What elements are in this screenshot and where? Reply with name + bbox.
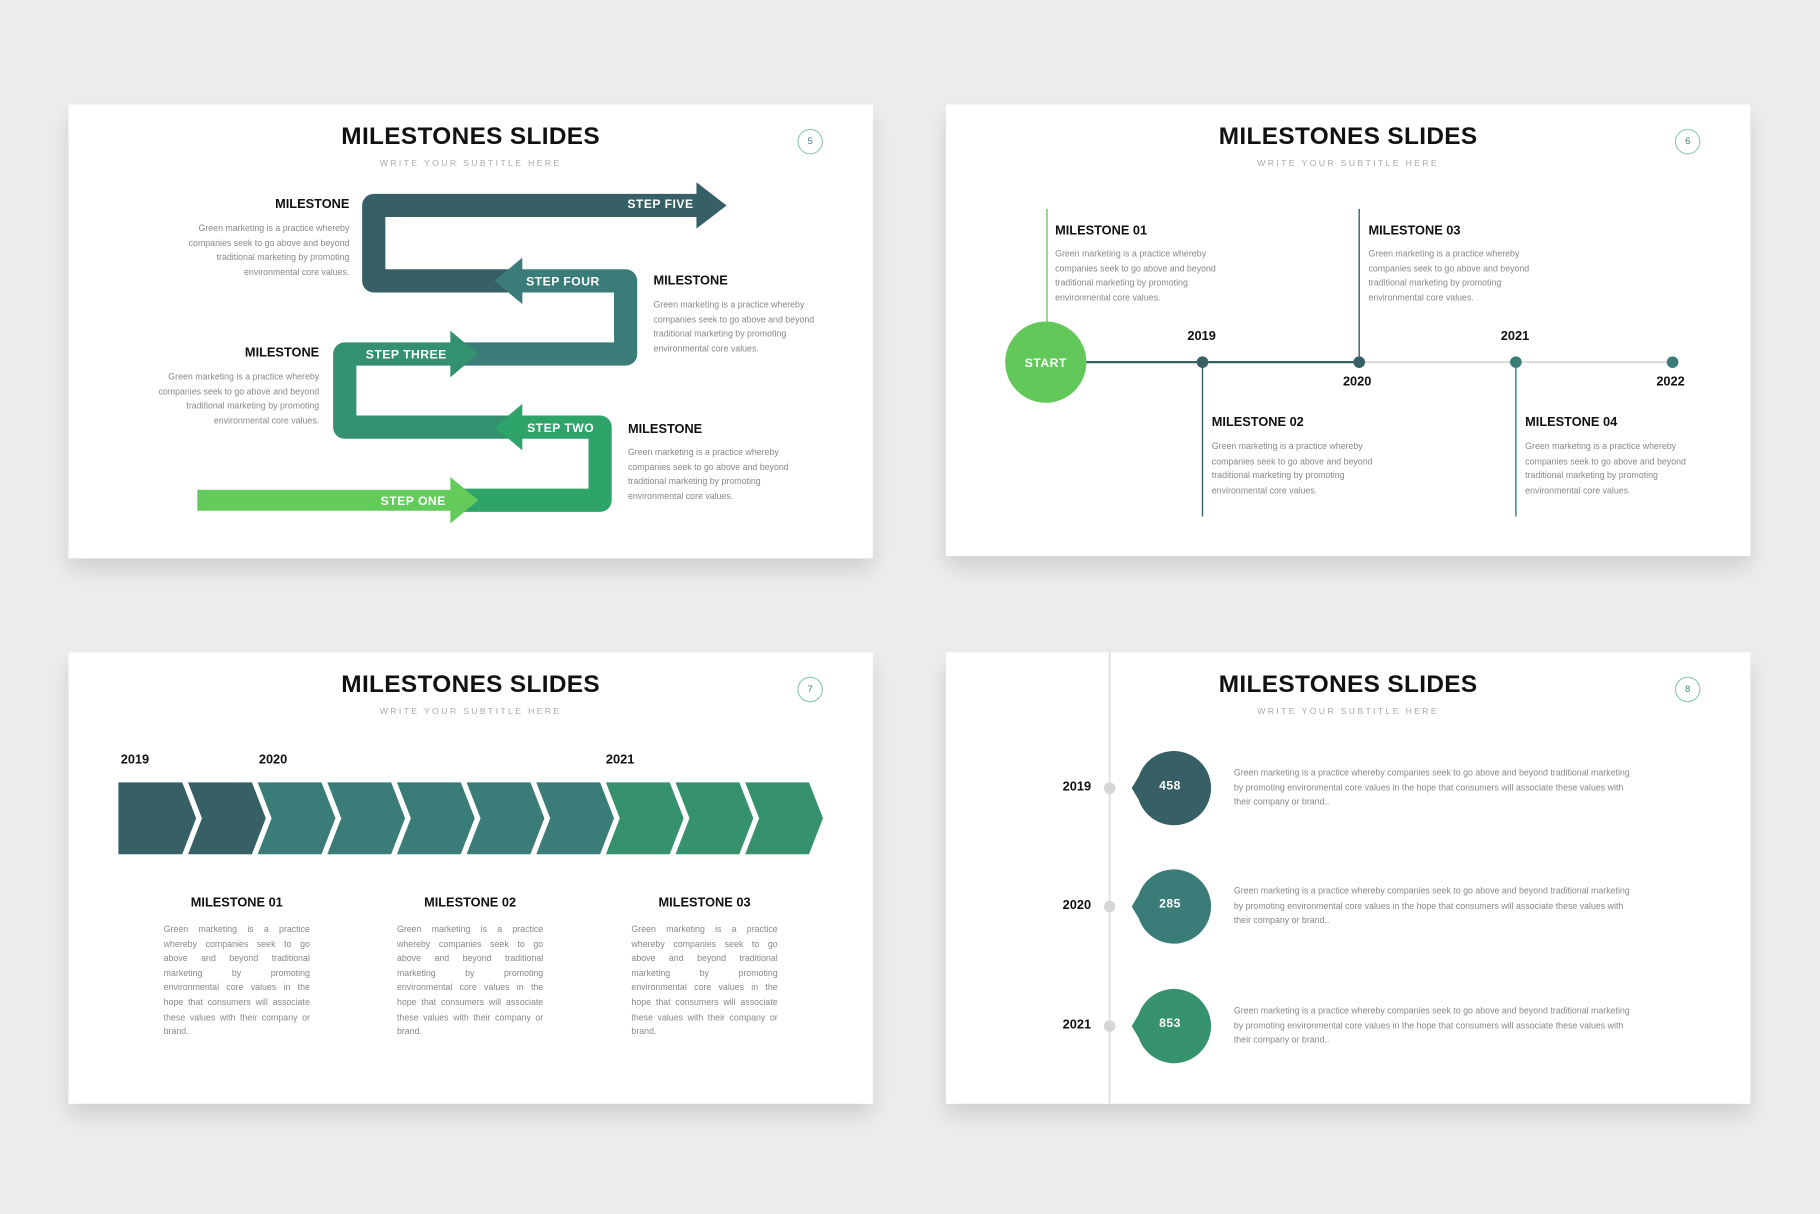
timeline-dot-2021 (1510, 356, 1522, 368)
value-bubble (1131, 750, 1212, 826)
slide-7-chevron-timeline[interactable]: MILESTONES SLIDES WRITE YOUR SUBTITLE HE… (68, 652, 873, 1104)
milestone-body: Green marketing is a practice whereby co… (631, 923, 778, 1037)
milestone-title: MILESTONE 02 (1211, 415, 1304, 430)
slide-subtitle: WRITE YOUR SUBTITLE HERE (1257, 705, 1440, 717)
start-circle (1005, 321, 1087, 403)
slide-title: MILESTONES SLIDES (341, 123, 601, 150)
step-five-arrowhead (696, 182, 727, 229)
milestone-title: MILESTONE (275, 197, 350, 212)
milestone-title: MILESTONE (627, 422, 703, 437)
year-label: 2021 (605, 753, 635, 768)
page-number-badge: 8 (1674, 676, 1701, 703)
timeline-dot-2022 (1666, 356, 1679, 368)
slide-subtitle: WRITE YOUR SUBTITLE HERE (379, 705, 562, 717)
chevron-segment (745, 782, 823, 855)
milestone-title: MILESTONE (244, 345, 320, 360)
step-two-arrowhead (494, 403, 523, 451)
year-label: 2021 (1062, 1017, 1092, 1032)
milestone-title: MILESTONE 03 (658, 896, 751, 910)
timeline-dot-2020 (1353, 356, 1365, 368)
timeline-graphic: START (1005, 208, 1679, 517)
milestone-body: Green marketing is a practice whereby co… (396, 923, 544, 1037)
chevron-segment (675, 782, 754, 855)
milestone-title: MILESTONE 04 (1525, 415, 1618, 430)
year-label: 2020 (1342, 374, 1372, 389)
slide-subtitle: WRITE YOUR SUBTITLE HERE (1257, 157, 1440, 169)
chevron-segment (118, 782, 197, 855)
timeline-dot (1103, 900, 1116, 913)
milestone-body: Green marketing is a practice whereby co… (158, 371, 320, 426)
snake-arrow-diagram: STEP ONE STEP TWO STEP THREE STEP FOUR S… (197, 182, 727, 524)
step-three-band (333, 342, 511, 439)
row-description: Green marketing is a practice whereby co… (1233, 1005, 1630, 1045)
step-four-label: STEP FOUR (526, 275, 600, 289)
year-label: 2019 (1187, 329, 1216, 344)
chevron-segment (605, 782, 684, 855)
value-bubble (1131, 869, 1212, 944)
page-number-badge: 6 (1674, 128, 1701, 155)
milestone-body: Green marketing is a practice whereby co… (1211, 441, 1373, 496)
step-five-label: STEP FIVE (627, 197, 693, 211)
year-label: 2022 (1656, 374, 1685, 389)
step-three-arrowhead (450, 330, 479, 378)
year-label: 2019 (1062, 779, 1092, 794)
year-label: 2020 (1062, 898, 1092, 913)
slide-title: MILESTONES SLIDES (1218, 670, 1478, 698)
milestone-body: Green marketing is a practice whereby co… (163, 923, 310, 1037)
chevron-segment (466, 782, 545, 855)
value-bubble (1131, 988, 1212, 1064)
chevron-segment (536, 782, 615, 855)
milestone-body: Green marketing is a practice whereby co… (1525, 441, 1686, 496)
milestone-title: MILESTONE 02 (424, 896, 517, 910)
chevron-segment (327, 782, 406, 855)
slide-5-snake-milestones[interactable]: MILESTONES SLIDES WRITE YOUR SUBTITLE HE… (68, 104, 873, 559)
chevron-segment (396, 782, 475, 855)
row-description: Green marketing is a practice whereby co… (1233, 885, 1630, 926)
milestone-body: Green marketing is a practice whereby co… (653, 299, 815, 354)
page-number-badge: 7 (797, 676, 823, 703)
timeline-dot-2019 (1196, 356, 1209, 368)
chevron-row (118, 782, 823, 855)
slide-8-vertical-timeline[interactable]: MILESTONES SLIDES WRITE YOUR SUBTITLE HE… (945, 652, 1751, 1104)
slide-6-horizontal-timeline[interactable]: MILESTONES SLIDES WRITE YOUR SUBTITLE HE… (945, 104, 1751, 556)
year-label: 2020 (258, 753, 288, 768)
vertical-timeline-graphic: 458 285 853 (1103, 652, 1212, 1104)
slide-title: MILESTONES SLIDES (1218, 123, 1478, 150)
slide-subtitle: WRITE YOUR SUBTITLE HERE (379, 157, 562, 169)
timeline-dot (1103, 1020, 1116, 1032)
slide-title: MILESTONES SLIDES (341, 670, 601, 698)
bubble-value: 458 (1159, 778, 1181, 792)
step-two-label: STEP TWO (527, 421, 594, 435)
milestone-body: Green marketing is a practice whereby co… (627, 446, 789, 502)
start-label: START (1025, 356, 1067, 370)
chevron-segment (257, 782, 336, 855)
year-label: 2019 (120, 753, 150, 768)
step-two-band (458, 415, 612, 512)
milestone-title: MILESTONE 03 (1368, 224, 1461, 238)
milestone-title: MILESTONE (653, 273, 728, 288)
bubble-value: 285 (1159, 897, 1181, 911)
chevron-segment (188, 782, 266, 855)
row-description: Green marketing is a practice whereby co… (1233, 767, 1630, 807)
milestone-title: MILESTONE 01 (190, 896, 283, 910)
bubble-value: 853 (1159, 1016, 1181, 1030)
timeline-dot (1103, 782, 1116, 794)
page-number-badge: 5 (797, 128, 823, 155)
milestone-body: Green marketing is a practice whereby co… (1368, 248, 1530, 303)
step-three-label: STEP THREE (366, 348, 447, 362)
milestone-body: Green marketing is a practice whereby co… (188, 222, 350, 278)
year-label: 2021 (1500, 329, 1530, 344)
milestone-body: Green marketing is a practice whereby co… (1055, 248, 1216, 303)
milestone-title: MILESTONE 01 (1055, 224, 1148, 238)
step-five-band (362, 193, 703, 293)
step-four-arrowhead (494, 257, 523, 305)
step-one-arrowhead (450, 477, 479, 524)
step-four-band (464, 269, 638, 366)
step-one-label: STEP ONE (381, 494, 446, 508)
